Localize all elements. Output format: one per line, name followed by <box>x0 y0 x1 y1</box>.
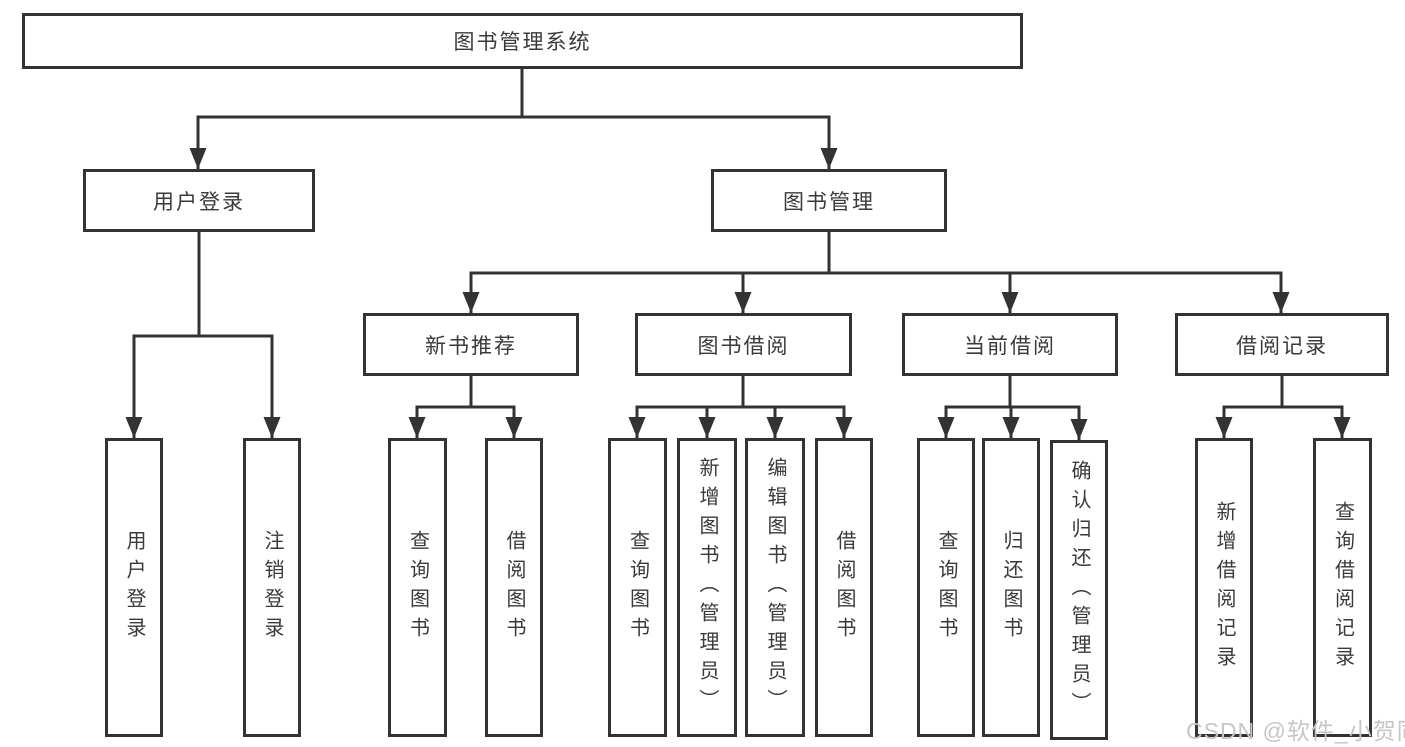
node-user-login: 用户登录 <box>83 169 315 232</box>
node-library-management-system: 图书管理系统 <box>22 13 1023 69</box>
node-confirm-return-admin: 确认归还（管理员） <box>1050 440 1108 740</box>
node-logout-action: 注销登录 <box>243 438 301 737</box>
node-borrowing-records: 借阅记录 <box>1175 313 1389 376</box>
node-current-borrowing: 当前借阅 <box>902 313 1118 376</box>
node-borrow-books-recommend: 借阅图书 <box>485 438 543 737</box>
node-return-books: 归还图书 <box>982 438 1040 737</box>
node-query-books-recommend: 查询图书 <box>388 438 447 737</box>
node-edit-books-admin: 编辑图书（管理员） <box>745 438 805 737</box>
connector-root-to-level2 <box>189 115 838 169</box>
connector-book-mgmt-outer <box>462 271 1290 313</box>
node-book-borrowing: 图书借阅 <box>635 313 852 376</box>
node-add-books-admin: 新增图书（管理员） <box>677 438 737 737</box>
connector-newbook-children <box>408 405 523 438</box>
node-borrow-books-borrowing: 借阅图书 <box>815 438 873 737</box>
connector-borrowing-children <box>628 405 853 438</box>
node-query-books-current: 查询图书 <box>917 438 975 737</box>
connector-user-login-children <box>125 334 281 438</box>
node-user-login-action: 用户登录 <box>105 438 163 737</box>
node-add-borrow-record: 新增借阅记录 <box>1195 438 1253 737</box>
node-new-book-recommendation: 新书推荐 <box>363 313 579 376</box>
node-book-management: 图书管理 <box>711 169 947 232</box>
node-query-borrow-record: 查询借阅记录 <box>1313 438 1372 737</box>
csdn-watermark: CSDN @软件_小贺同学 <box>1186 718 1405 744</box>
node-query-books-borrowing: 查询图书 <box>608 438 667 737</box>
connector-records-children <box>1215 405 1351 438</box>
